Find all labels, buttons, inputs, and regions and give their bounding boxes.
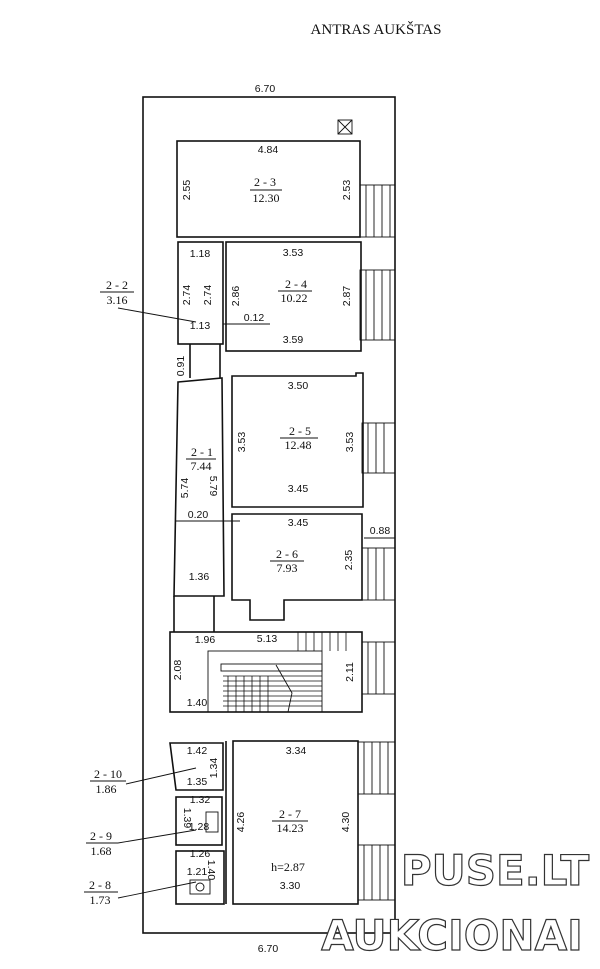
room-2-3: 4.84 2.55 2.53 2 - 3 12.30 [176, 140, 361, 238]
dim-2-7-top: 3.34 [286, 745, 307, 757]
callout-2-10: 2 - 10 1.86 [90, 767, 197, 796]
dim-2-8-top: 1.21 [187, 866, 208, 878]
callout-2-9-id: 2 - 9 [90, 829, 112, 843]
dim-2-7-bottom: 3.30 [280, 880, 301, 892]
callout-2-10-area: 1.86 [96, 782, 117, 796]
dim-2-2-bottom: 1.13 [190, 320, 211, 332]
room-2-8: 1.21 1.40 [175, 850, 225, 905]
dim-2-1-gap: 0.91 [175, 356, 187, 377]
dim-stair-bottom: 1.40 [187, 697, 208, 709]
dim-2-2-right: 2.74 [202, 285, 214, 306]
dim-2-9-top: 1.32 [190, 794, 211, 806]
callout-2-9: 2 - 9 1.68 [86, 829, 197, 858]
dim-stair-top-left: 1.96 [195, 634, 216, 646]
outer-boundary [142, 96, 396, 934]
room-2-4-area: 10.22 [281, 291, 308, 305]
dim-2-1-bottom: 1.36 [189, 571, 210, 583]
callout-2-8: 2 - 8 1.73 [84, 878, 197, 907]
room-2-1-area: 7.44 [191, 459, 212, 473]
watermark-line-2: AUKCIONAI [321, 911, 582, 960]
dim-2-4-gap: 0.12 [244, 312, 265, 324]
dim-2-6-side: 0.88 [370, 525, 391, 537]
room-2-6: 3.45 2.35 0.88 2 - 6 7.93 [231, 513, 395, 621]
room-2-1-id: 2 - 1 [191, 445, 213, 459]
dim-2-9-mid: 1.28 [189, 821, 210, 833]
room-2-1: 0.91 2 - 1 7.44 5.74 5.79 0.20 1.36 [173, 344, 240, 632]
room-2-6-id: 2 - 6 [276, 547, 298, 561]
window-strips [357, 184, 396, 901]
dim-2-4-right: 2.87 [341, 286, 353, 307]
dim-stair-right: 2.11 [344, 662, 356, 682]
outer-width-bottom: 6.70 [258, 943, 279, 955]
callout-2-10-id: 2 - 10 [94, 767, 122, 781]
dim-2-10-bottom: 1.35 [187, 776, 208, 788]
outer-width-top: 6.70 [255, 83, 276, 95]
dim-2-5-right: 3.53 [344, 432, 356, 453]
room-2-7: 3.34 4.26 4.30 2 - 7 14.23 h=2.87 3.30 [225, 740, 359, 905]
dim-2-7-left: 4.26 [235, 812, 247, 833]
room-2-3-id: 2 - 3 [254, 175, 276, 189]
dim-2-1-left: 5.74 [179, 478, 191, 499]
dim-2-5-bottom: 3.45 [288, 483, 309, 495]
dim-2-6-top: 3.45 [288, 517, 309, 529]
dim-2-10-top: 1.42 [187, 745, 208, 757]
room-2-5-area: 12.48 [285, 438, 312, 452]
room-2-3-area: 12.30 [253, 191, 280, 205]
room-2-2: 1.18 2.74 2.74 1.13 [177, 241, 224, 345]
dim-2-3-left: 2.55 [181, 180, 193, 201]
room-2-10: 1.42 1.34 1.35 [169, 742, 224, 791]
dim-2-9-left: 1.39 [181, 808, 193, 829]
dim-2-2-top: 1.18 [190, 248, 211, 260]
dim-stair-top: 5.13 [257, 633, 278, 645]
dim-2-8-right: 1.40 [205, 860, 217, 881]
room-2-7-height: h=2.87 [271, 860, 305, 874]
dim-2-5-top: 3.50 [288, 380, 309, 392]
room-2-5: 3.50 3.45 3.53 3.53 2 - 5 12.48 [231, 372, 364, 508]
room-2-7-area: 14.23 [277, 821, 304, 835]
room-2-6-area: 7.93 [277, 561, 298, 575]
staircase: 1.96 5.13 2.08 2.11 1.40 [169, 631, 363, 713]
room-2-9: 1.32 1.39 1.28 1.26 [175, 794, 223, 860]
callout-2-8-area: 1.73 [90, 893, 111, 907]
dim-2-2-left: 2.74 [181, 285, 193, 306]
dim-2-3-right: 2.53 [341, 180, 353, 201]
dim-2-4-top: 3.53 [283, 247, 304, 259]
callout-2-2: 2 - 2 3.16 [100, 278, 197, 323]
dim-2-1-right: 5.79 [207, 476, 219, 497]
plan-title: ANTRAS AUKŠTAS [311, 21, 442, 38]
dim-2-5-left: 3.53 [236, 432, 248, 453]
callout-2-2-id: 2 - 2 [106, 278, 128, 292]
callout-2-9-area: 1.68 [91, 844, 112, 858]
dim-2-3-top: 4.84 [258, 144, 279, 156]
dim-stair-left: 2.08 [172, 660, 184, 681]
dim-2-10-right: 1.34 [208, 758, 220, 779]
callout-2-2-area: 3.16 [107, 293, 128, 307]
room-2-7-id: 2 - 7 [279, 807, 301, 821]
dim-2-4-bottom: 3.59 [283, 334, 304, 346]
callout-2-8-id: 2 - 8 [89, 878, 111, 892]
chimney-symbol [337, 119, 353, 135]
dim-2-9-bottom: 1.26 [190, 848, 211, 860]
room-2-5-id: 2 - 5 [289, 424, 311, 438]
dim-2-7-right: 4.30 [340, 812, 352, 833]
room-2-4-id: 2 - 4 [285, 277, 307, 291]
dim-2-1-door: 0.20 [188, 509, 209, 521]
room-2-4: 3.53 3.59 2.86 2.87 0.12 2 - 4 10.22 [223, 241, 362, 352]
dim-2-6-right: 2.35 [343, 550, 355, 571]
dim-2-4-left: 2.86 [230, 286, 242, 307]
watermark-line-1: PUSE.LT [401, 846, 590, 895]
